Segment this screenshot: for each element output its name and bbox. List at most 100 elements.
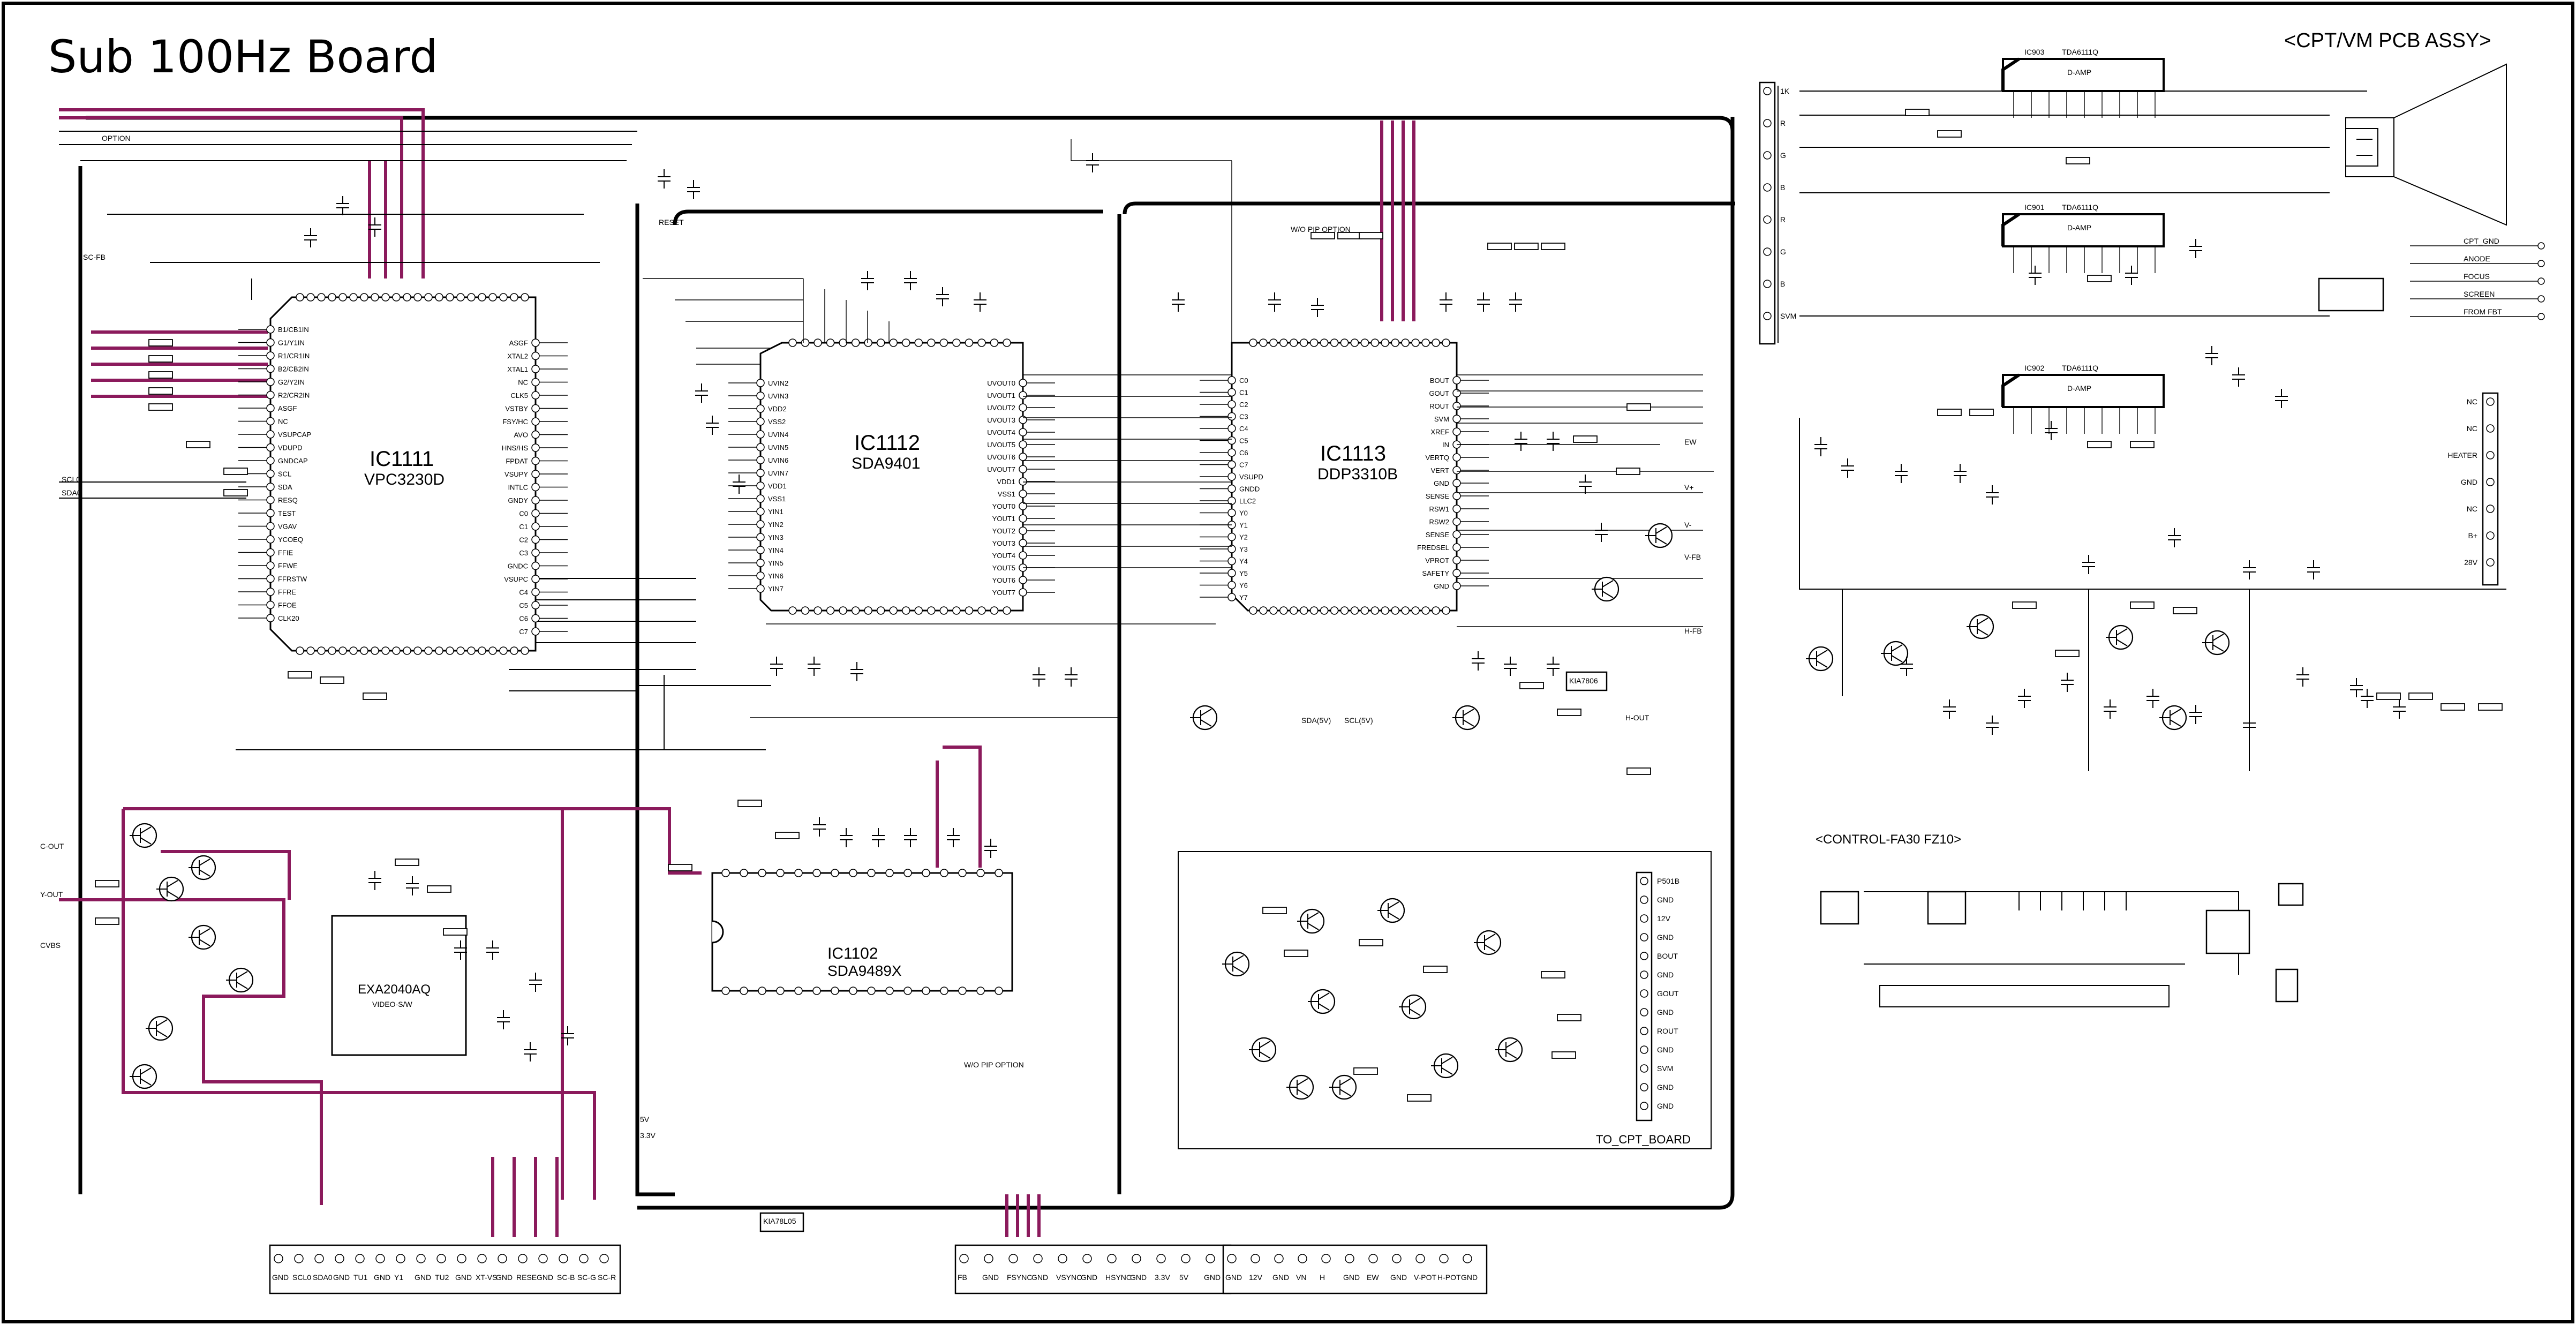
pin-dot [990,338,999,347]
pin-dot [1381,338,1390,347]
connector-p501b: P501BGND12VGNDBOUTGNDGOUTGNDROUTGNDSVMGN… [1636,871,1679,1121]
resistor [1359,939,1383,946]
pin-label: UVIN5 [768,443,788,451]
pin-dot [478,293,486,302]
capacitor [861,271,874,290]
pin-label: SENSE [1426,492,1449,500]
pin-label: GNDY [508,496,528,505]
cpt-terminal-label: FOCUS [2464,272,2490,281]
resistor [148,355,173,363]
capacitor [1504,657,1517,676]
pin-dot [914,606,923,615]
connector-label: R [1780,215,1786,224]
pin-dot [499,293,508,302]
pin-dot [266,614,275,622]
pin-dot [885,987,894,995]
pin-dot [1019,576,1027,584]
control-section [1820,883,2304,1007]
capacitor [2296,667,2309,687]
connector-pin [436,1254,446,1263]
amp-ref: IC901 [2024,203,2045,212]
capacitor [368,217,381,237]
pin-label: Y7 [1239,593,1248,601]
connector-label: VSYNC [1056,1273,1082,1282]
resistor [2408,692,2433,700]
pin-label: CLK5 [510,392,528,400]
connector-body [1222,1244,1488,1294]
connector-pin [1033,1254,1043,1263]
pin-dot [1452,569,1461,577]
pin-label: YOUT7 [992,589,1015,597]
sk900-socket [2318,277,2384,312]
pin-label: UVOUT0 [987,379,1015,387]
pin-dot [1452,556,1461,564]
pin-dot [413,646,422,655]
capacitor [904,271,917,290]
connector-pin [1763,215,1772,224]
pin-dot [902,338,910,347]
connector-pin [1156,1254,1166,1263]
label-v-minus: V- [1684,521,1692,529]
pin-dot [927,606,936,615]
pin-dot [867,987,876,995]
resistor [288,671,312,679]
capacitor [936,287,949,306]
pin-dot [756,494,765,503]
pin-label: Y0 [1239,509,1248,517]
amp-ref: IC902 [2024,364,2045,372]
pin-dot [1019,428,1027,436]
capacitor [1814,437,1827,456]
pin-dot [521,646,529,655]
pin-label: GND [1434,582,1449,590]
pin-dot [812,987,821,995]
ic1101-part: EXA2040AQ [358,982,431,997]
pin-dot [776,869,785,877]
pin-dot [338,293,347,302]
chip-ic1112: IC1112 SDA9401 UVIN2UVIN3VDD2VSS2UVIN4UV… [728,338,1055,615]
capacitor [2243,716,2256,735]
capacitor [1268,292,1281,312]
pin-dot [266,404,275,412]
connector-pin [1763,119,1772,127]
pin-label: TEST [278,509,296,517]
label-wo-pip-2: W/O PIP OPTION [964,1060,1024,1069]
resistor [223,489,248,496]
pin-dot [976,987,985,995]
pin-dot [758,869,766,877]
pin-dot [531,430,540,439]
connector-pin [1640,1064,1648,1073]
capacitor [1477,292,1490,312]
pin-dot [510,293,518,302]
resistor [148,371,173,379]
pin-dot [940,987,948,995]
pin-label: GOUT [1429,389,1449,397]
capacitor [1547,657,1560,676]
pin-dot [849,869,857,877]
connector-label: G [1780,151,1786,160]
connector-label: GND [2461,478,2477,486]
pin-label: VDUPD [278,444,303,452]
resistor [737,800,762,807]
pin-dot [788,606,797,615]
pin-dot [1452,389,1461,397]
resistor [223,468,248,475]
connector-label: GND [1461,1273,1478,1282]
pin-dot [776,987,785,995]
pin-dot [1299,606,1308,615]
ic1103-part: KIA7806 [1569,676,1598,685]
capacitor [1595,523,1608,542]
pin-dot [1452,530,1461,539]
pin-dot [849,987,857,995]
resistor [1551,1051,1576,1059]
pin-dot [1340,338,1349,347]
capacitor [770,657,783,676]
connector-pin [294,1254,304,1263]
pin-label: VERT [1431,466,1449,475]
pin-label: IN [1442,441,1449,449]
pin-dot [381,293,390,302]
capacitor [1440,292,1452,312]
pin-label: YOUT5 [992,564,1015,572]
resistor [1541,243,1565,250]
